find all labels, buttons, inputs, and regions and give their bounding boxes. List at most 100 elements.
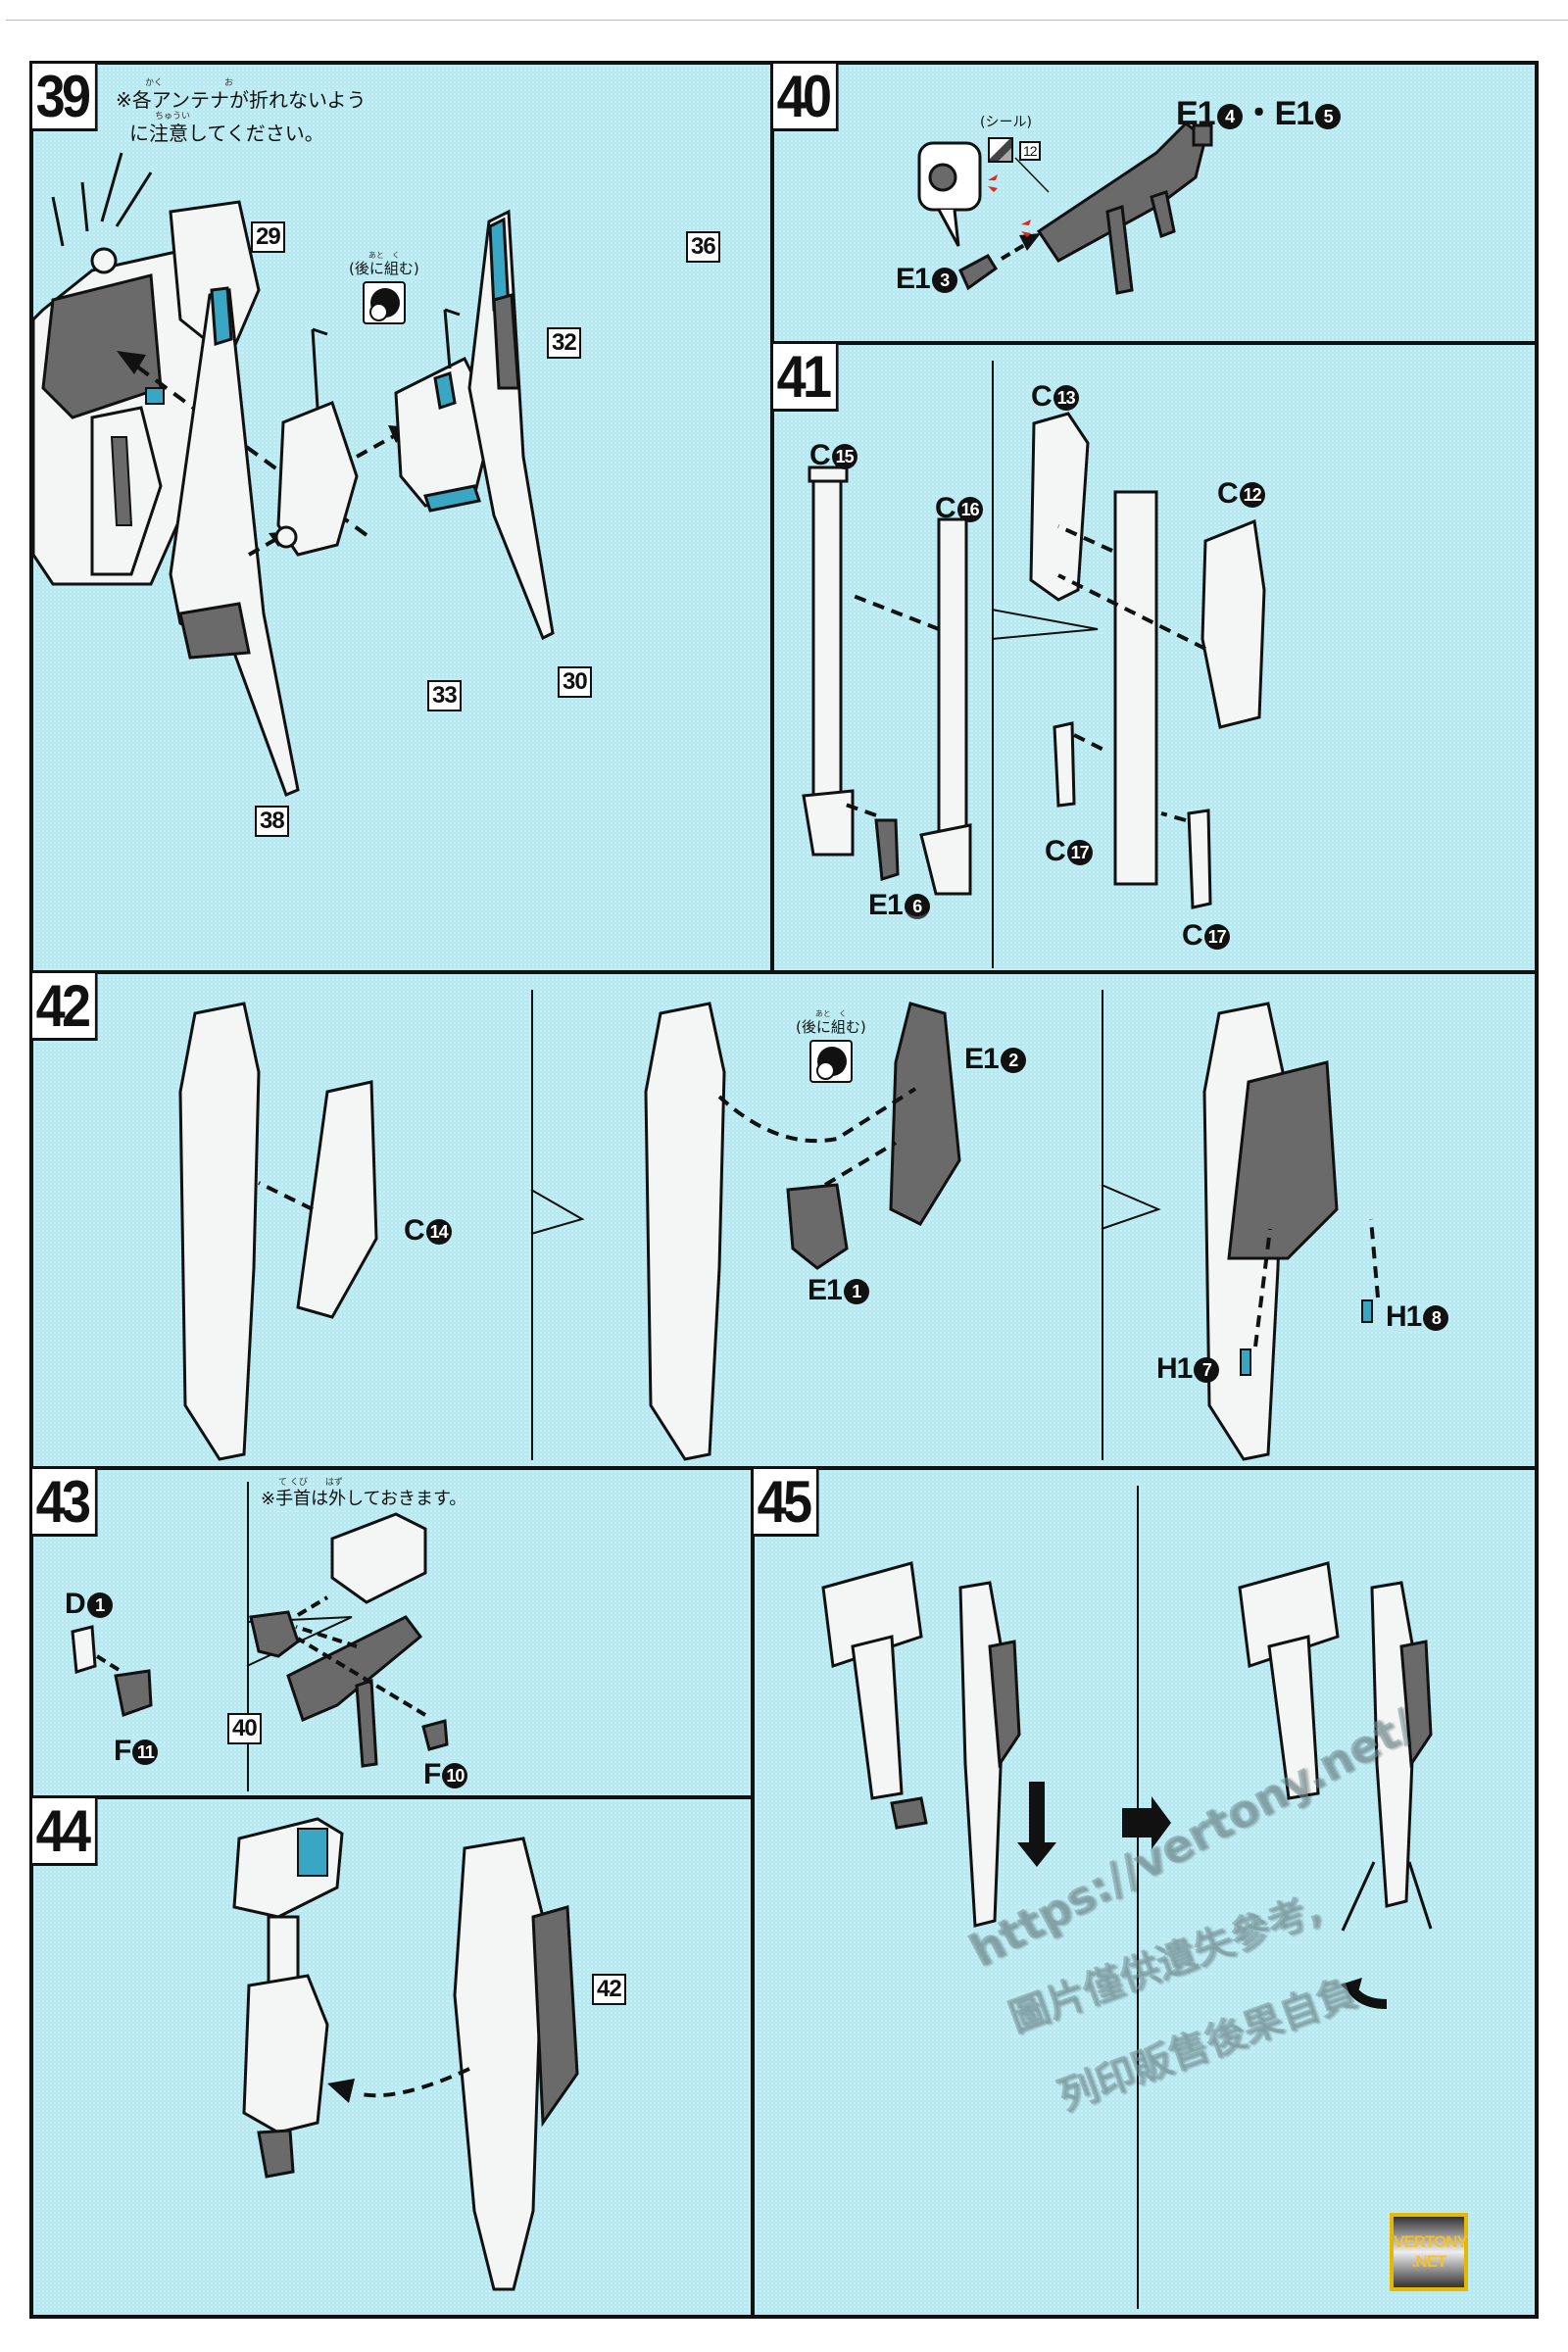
assemble-later-icon xyxy=(362,281,406,324)
part-number: 15 xyxy=(831,444,858,469)
runner: E1 xyxy=(896,263,931,295)
part-number: 13 xyxy=(1053,385,1079,411)
gray-parts-drawings xyxy=(786,1002,1339,1270)
dashed-guides xyxy=(842,524,1206,822)
runner: C xyxy=(404,1214,425,1247)
runner: E1 xyxy=(964,1043,1000,1075)
part-c16-drawing xyxy=(919,517,972,896)
part-f11-drawing xyxy=(114,1669,153,1717)
rifle-drawing xyxy=(286,1615,423,1768)
step-number: 40 xyxy=(773,64,839,131)
before-assembly-drawing xyxy=(821,1561,1021,1928)
blue-parts-drawings xyxy=(1240,1299,1373,1376)
part-number: 17 xyxy=(1203,924,1230,950)
sticker-label: (シール) xyxy=(980,115,1032,130)
step-divider xyxy=(247,1482,249,1791)
step-number: 42 xyxy=(32,973,98,1041)
part-c13-drawing xyxy=(1029,412,1090,602)
ref-part-33: 33 xyxy=(427,680,462,711)
bar-assembly-drawing xyxy=(453,1837,579,2291)
step-number: 44 xyxy=(32,1798,98,1866)
separator: ・ xyxy=(1242,95,1276,132)
sticker-icon xyxy=(988,137,1013,163)
ref-part-32: 32 xyxy=(547,327,581,359)
red-attention-marks xyxy=(988,174,1031,237)
part-number: 5 xyxy=(1315,104,1342,129)
part-33-drawing xyxy=(274,327,359,557)
step-divider xyxy=(1102,990,1103,1460)
step-39-illustration xyxy=(31,152,555,797)
part-number: 3 xyxy=(931,268,957,293)
part-number: 2 xyxy=(1000,1048,1026,1073)
arrow-head xyxy=(1341,1978,1362,1999)
vertony-logo-badge: VERTONY .NET xyxy=(1390,2213,1468,2291)
assemble-later-label: (後に組む) xyxy=(796,1018,866,1036)
ref-part-30: 30 xyxy=(558,666,592,698)
assemble-later-marker: あと く (後に組む) xyxy=(796,1009,866,1083)
note-line-1: ※各アンテナが折れないよう xyxy=(116,88,367,112)
runner: E1 xyxy=(868,889,904,921)
runner: F xyxy=(114,1735,131,1767)
step-divider xyxy=(992,361,994,968)
furigana: あと く xyxy=(814,1009,847,1018)
part-number: 14 xyxy=(425,1219,452,1245)
arrow-down-icon xyxy=(1017,1782,1056,1867)
page-top-rule xyxy=(6,20,1568,21)
sticker-number: 12 xyxy=(1019,141,1041,161)
badge-line-1: VERTONY xyxy=(1394,2232,1468,2251)
part-e1-3-drawing xyxy=(958,254,999,291)
part-number: 1 xyxy=(86,1592,113,1618)
runner: C xyxy=(1217,477,1239,510)
part-number: 16 xyxy=(956,497,983,522)
step-39-panel: 39 かく お ※各アンテナが折れないよう ちゅうい に注意してください。 xyxy=(29,61,774,974)
step-43-note: て くび はず ※手首は外しておきます。 xyxy=(261,1478,466,1511)
step-42-illustration xyxy=(178,1002,1380,1461)
dashed-guides xyxy=(95,1595,427,1717)
ref-part-29: 29 xyxy=(251,221,285,253)
dashed-guide xyxy=(1000,239,1033,261)
step-number: 41 xyxy=(773,344,839,412)
runner: C xyxy=(1045,835,1066,867)
ref-part-36: 36 xyxy=(686,231,720,263)
callout-wedges xyxy=(530,1184,1161,1235)
furigana: て くび はず xyxy=(278,1478,343,1488)
step-45-panel: 45 https://vertony.net/ 圖片僅供遺失參考, 列印販售後果… xyxy=(751,1466,1539,2319)
step-41-panel: 41 xyxy=(770,341,1539,974)
part-center-bar-drawing xyxy=(1113,490,1158,886)
hand-drawing xyxy=(249,1610,300,1658)
part-number: 1 xyxy=(843,1279,869,1304)
part-c15-drawing xyxy=(802,466,855,857)
part-e1-6-drawing xyxy=(874,818,900,881)
part-number: 8 xyxy=(1423,1305,1449,1331)
runner: D xyxy=(65,1588,86,1620)
part-number: 12 xyxy=(1239,482,1265,508)
furigana: あと く xyxy=(368,251,400,260)
part-number: 7 xyxy=(1194,1357,1220,1383)
part-number: 6 xyxy=(904,894,930,919)
step-number: 39 xyxy=(32,64,98,131)
part-c12-drawing xyxy=(1200,518,1266,729)
part-number: 4 xyxy=(1216,104,1243,129)
runner: C xyxy=(935,492,956,524)
runner: H1 xyxy=(1386,1300,1422,1333)
part-c17-drawing xyxy=(1053,721,1212,909)
step-divider xyxy=(1137,1486,1139,2309)
after-assembly-drawing xyxy=(1238,1561,1433,1932)
part-f10-drawing xyxy=(421,1719,449,1751)
step-divider xyxy=(531,990,533,1460)
runner: C xyxy=(1031,380,1053,413)
runner: C xyxy=(1182,919,1203,952)
dashed-guide xyxy=(248,533,284,557)
step-number: 45 xyxy=(754,1469,819,1537)
